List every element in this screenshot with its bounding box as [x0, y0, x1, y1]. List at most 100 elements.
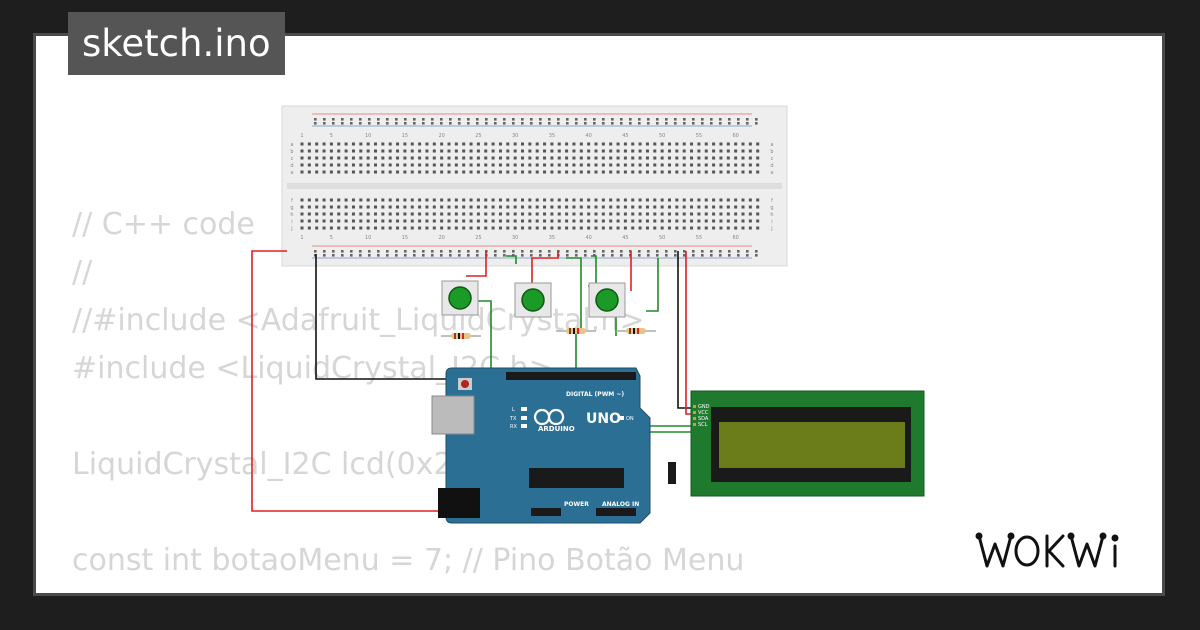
- breadboard-hole[interactable]: [638, 205, 642, 209]
- breadboard-hole[interactable]: [682, 156, 686, 160]
- breadboard-hole[interactable]: [410, 205, 414, 209]
- breadboard-hole[interactable]: [425, 142, 429, 146]
- breadboard-hole[interactable]: [697, 226, 701, 230]
- rail-hole[interactable]: [440, 118, 443, 121]
- breadboard-hole[interactable]: [396, 170, 400, 174]
- rail-hole[interactable]: [674, 118, 677, 121]
- breadboard-hole[interactable]: [425, 156, 429, 160]
- breadboard-hole[interactable]: [704, 156, 708, 160]
- breadboard-hole[interactable]: [528, 142, 532, 146]
- breadboard-hole[interactable]: [388, 163, 392, 167]
- breadboard-hole[interactable]: [682, 219, 686, 223]
- breadboard-hole[interactable]: [712, 219, 716, 223]
- rail-hole[interactable]: [728, 254, 731, 257]
- rail-hole[interactable]: [665, 122, 668, 125]
- breadboard-hole[interactable]: [601, 198, 605, 202]
- breadboard-hole[interactable]: [579, 198, 583, 202]
- rail-hole[interactable]: [476, 118, 479, 121]
- breadboard-hole[interactable]: [616, 156, 620, 160]
- breadboard-hole[interactable]: [403, 163, 407, 167]
- rail-hole[interactable]: [602, 122, 605, 125]
- breadboard-hole[interactable]: [726, 149, 730, 153]
- breadboard-hole[interactable]: [381, 156, 385, 160]
- breadboard-hole[interactable]: [374, 170, 377, 174]
- breadboard-hole[interactable]: [704, 226, 708, 230]
- rail-hole[interactable]: [341, 122, 344, 125]
- breadboard-hole[interactable]: [329, 212, 333, 216]
- breadboard-hole[interactable]: [351, 142, 355, 146]
- breadboard-hole[interactable]: [535, 163, 539, 167]
- breadboard-hole[interactable]: [476, 142, 480, 146]
- breadboard-hole[interactable]: [587, 219, 591, 223]
- breadboard-hole[interactable]: [623, 163, 627, 167]
- breadboard-hole[interactable]: [719, 149, 723, 153]
- breadboard-hole[interactable]: [315, 219, 319, 223]
- breadboard-hole[interactable]: [645, 212, 649, 216]
- breadboard-hole[interactable]: [748, 149, 752, 153]
- breadboard-hole[interactable]: [300, 212, 304, 216]
- breadboard-hole[interactable]: [329, 149, 333, 153]
- rail-hole[interactable]: [611, 122, 614, 125]
- rail-hole[interactable]: [584, 118, 587, 121]
- rail-hole[interactable]: [422, 122, 425, 125]
- breadboard-hole[interactable]: [660, 170, 664, 174]
- breadboard-hole[interactable]: [682, 149, 686, 153]
- breadboard-hole[interactable]: [344, 212, 348, 216]
- breadboard-hole[interactable]: [462, 198, 466, 202]
- breadboard-hole[interactable]: [469, 149, 473, 153]
- breadboard-hole[interactable]: [388, 156, 392, 160]
- breadboard-hole[interactable]: [322, 212, 326, 216]
- breadboard-hole[interactable]: [484, 212, 488, 216]
- breadboard-hole[interactable]: [609, 198, 613, 202]
- rail-hole[interactable]: [728, 118, 731, 121]
- breadboard-hole[interactable]: [498, 205, 502, 209]
- breadboard-hole[interactable]: [513, 156, 517, 160]
- breadboard-hole[interactable]: [521, 219, 524, 223]
- breadboard-hole[interactable]: [565, 219, 569, 223]
- breadboard-hole[interactable]: [756, 149, 760, 153]
- rail-hole[interactable]: [737, 122, 740, 125]
- breadboard-hole[interactable]: [638, 226, 642, 230]
- breadboard-hole[interactable]: [535, 198, 539, 202]
- breadboard-hole[interactable]: [410, 156, 414, 160]
- rail-hole[interactable]: [692, 254, 695, 257]
- breadboard-hole[interactable]: [543, 226, 547, 230]
- breadboard-hole[interactable]: [315, 163, 319, 167]
- breadboard-hole[interactable]: [660, 226, 664, 230]
- lcd-pin[interactable]: [693, 423, 696, 426]
- rail-hole[interactable]: [503, 254, 506, 257]
- rail-hole[interactable]: [440, 122, 443, 125]
- breadboard-hole[interactable]: [579, 226, 583, 230]
- breadboard-hole[interactable]: [307, 226, 311, 230]
- rail-hole[interactable]: [647, 122, 650, 125]
- breadboard-hole[interactable]: [734, 205, 738, 209]
- rail-hole[interactable]: [683, 122, 686, 125]
- breadboard-hole[interactable]: [660, 205, 664, 209]
- breadboard-hole[interactable]: [374, 212, 377, 216]
- breadboard-hole[interactable]: [396, 149, 400, 153]
- rail-hole[interactable]: [431, 254, 434, 257]
- breadboard-hole[interactable]: [697, 156, 701, 160]
- breadboard-hole[interactable]: [440, 212, 444, 216]
- breadboard-hole[interactable]: [513, 226, 517, 230]
- rail-hole[interactable]: [566, 250, 569, 253]
- breadboard-hole[interactable]: [425, 149, 429, 153]
- breadboard-hole[interactable]: [374, 226, 377, 230]
- breadboard-hole[interactable]: [690, 142, 694, 146]
- rail-hole[interactable]: [701, 122, 704, 125]
- breadboard-hole[interactable]: [300, 198, 304, 202]
- breadboard-hole[interactable]: [498, 156, 502, 160]
- rail-hole[interactable]: [665, 250, 668, 253]
- breadboard-hole[interactable]: [675, 156, 679, 160]
- rail-hole[interactable]: [557, 122, 560, 125]
- breadboard-hole[interactable]: [756, 198, 760, 202]
- breadboard-hole[interactable]: [638, 219, 642, 223]
- breadboard-hole[interactable]: [359, 212, 363, 216]
- breadboard-hole[interactable]: [374, 163, 377, 167]
- rail-hole[interactable]: [512, 118, 515, 121]
- rail-hole[interactable]: [755, 122, 758, 125]
- breadboard-hole[interactable]: [322, 219, 326, 223]
- breadboard-hole[interactable]: [337, 226, 341, 230]
- breadboard-hole[interactable]: [587, 170, 591, 174]
- breadboard-hole[interactable]: [506, 212, 510, 216]
